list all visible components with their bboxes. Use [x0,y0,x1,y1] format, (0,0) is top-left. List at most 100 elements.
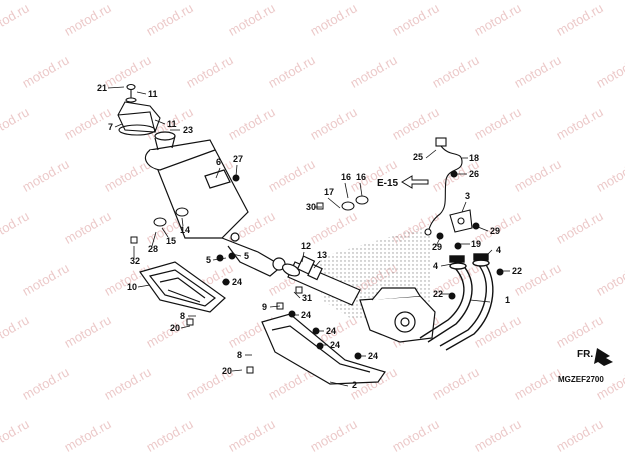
part-callout-8: 8 [237,350,242,360]
diagram-code: MGZEF2700 [558,375,604,384]
leader-line [231,253,242,257]
part-callout-3: 3 [465,191,470,201]
leader-line [231,369,243,372]
nut [448,292,456,300]
leader-line [313,260,321,269]
reference-arrow: E-15 [377,175,429,189]
part-callout-23: 23 [183,125,193,135]
leader-line [293,291,301,299]
leader-line [435,237,441,247]
leader-line [344,182,349,199]
part-callout-25: 25 [413,152,423,162]
leader-line [180,325,191,329]
lower-cover [261,313,386,385]
nut [228,252,236,260]
front-indicator: FR. [577,348,613,366]
leader-lines [107,86,510,387]
nut [496,268,504,276]
leader-line [329,381,349,387]
muffler-body [145,131,286,277]
washer [341,201,355,211]
bolt-head [246,366,254,374]
part-callout-20: 20 [170,323,180,333]
leader-line [181,217,184,227]
leader-line [136,91,147,95]
leader-line [269,305,281,308]
part-callout-4: 4 [433,261,438,271]
part-callout-8: 8 [180,311,185,321]
bolt-head [295,286,303,294]
nut [316,342,324,350]
leader-line [483,249,493,259]
part-callout-5: 5 [244,251,249,261]
part-callout-12: 12 [301,241,311,251]
bolt-head [130,236,138,244]
connecting-pipe [281,255,361,306]
leader-line [154,119,166,125]
part-callout-30: 30 [306,202,316,212]
washer [175,207,189,217]
leader-line [151,231,157,247]
leader-line [161,227,169,238]
leader-line [359,182,363,197]
leader-line [235,164,238,177]
part-callout-6: 6 [216,157,221,167]
leader-line [469,299,491,303]
part-callout-5: 5 [206,255,211,265]
part-callout-21: 21 [97,83,107,93]
part-callout-31: 31 [302,293,312,303]
part-callout-20: 20 [222,366,232,376]
part-callout-24: 24 [301,310,311,320]
part-callout-7: 7 [108,122,113,132]
sensor-wiring [424,137,463,236]
part-callout-10: 10 [127,282,137,292]
washer [355,195,369,205]
part-callout-22: 22 [512,266,522,276]
leader-line [440,263,453,267]
leader-line [114,123,123,128]
part-callout-14: 14 [180,225,190,235]
part-callout-27: 27 [233,154,243,164]
part-callout-19: 19 [471,239,481,249]
front-indicator-label: FR. [577,349,593,360]
part-callout-15: 15 [166,236,176,246]
nut [472,222,480,230]
leader-line [107,86,125,89]
part-callout-11: 11 [148,89,158,99]
part-callout-29: 29 [490,226,500,236]
part-callout-24: 24 [232,277,242,287]
part-callout-4: 4 [496,245,501,255]
leader-line [301,251,305,263]
part-callout-24: 24 [326,326,336,336]
leader-line [137,284,151,288]
reference-label: E-15 [377,178,399,189]
part-callout-2: 2 [352,380,357,390]
part-callout-16: 16 [341,172,351,182]
nut [436,232,444,240]
part-callout-28: 28 [148,244,158,254]
part-callout-24: 24 [368,351,378,361]
part-callout-11: 11 [167,119,177,129]
leader-line [327,197,341,209]
part-callout-26: 26 [469,169,479,179]
part-callout-17: 17 [324,187,334,197]
part-callout-32: 32 [130,256,140,266]
part-callout-13: 13 [317,250,327,260]
leader-line [212,257,227,261]
nut [288,310,296,318]
leader-line [477,226,489,232]
part-callout-18: 18 [469,153,479,163]
bolt-head [186,318,194,326]
part-callout-1: 1 [505,295,510,305]
exhaust-chamber [359,287,436,343]
part-callout-29: 29 [432,242,442,252]
muffler-end-cap [117,83,161,136]
part-callout-16: 16 [356,172,366,182]
nut [216,254,224,262]
washer [153,217,167,227]
mounting-bracket [449,209,473,233]
part-callout-22: 22 [433,289,443,299]
